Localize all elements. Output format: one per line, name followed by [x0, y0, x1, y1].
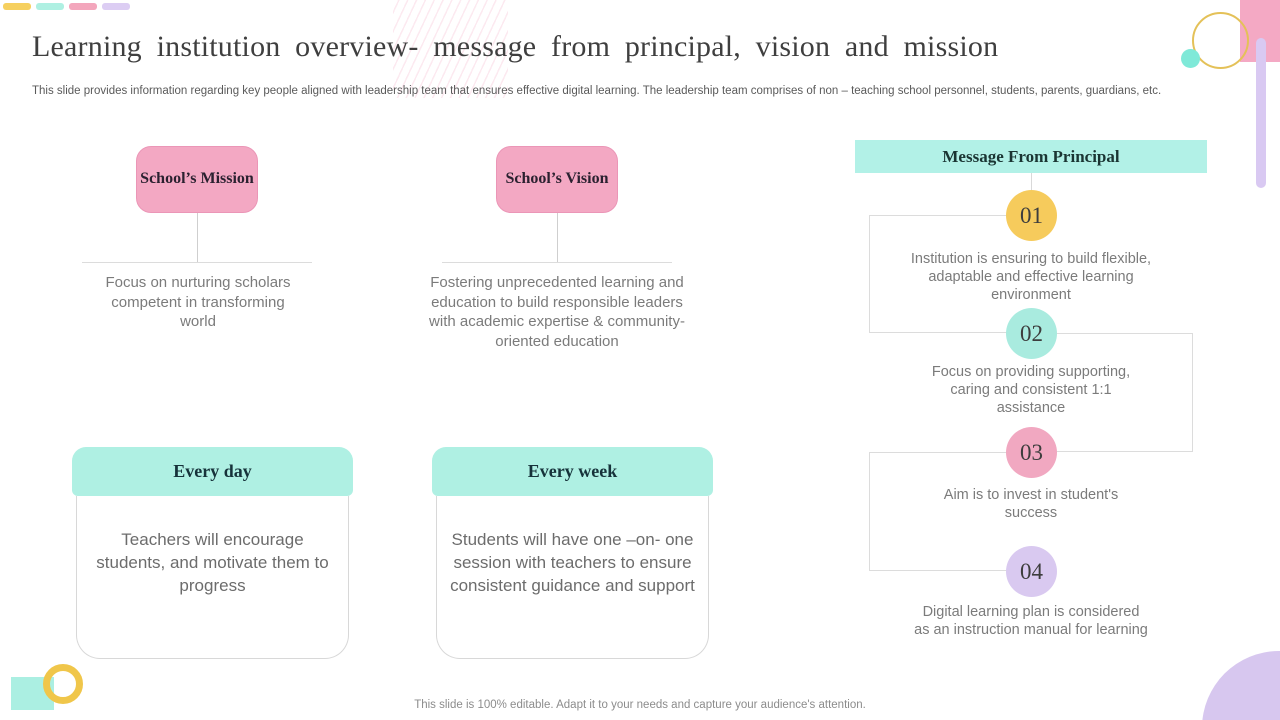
slide-subtitle: This slide provides information regardin…	[32, 85, 1162, 97]
diagonal-stripes-decoration	[393, 0, 508, 98]
page-title: Learning institution overview- message f…	[32, 30, 999, 63]
lavender-bar-decoration	[1256, 38, 1266, 188]
everyweek-card-text: Students will have one –on- one session …	[450, 530, 695, 595]
dash-accent-teal-icon	[36, 3, 64, 10]
slide-footer-note: This slide is 100% editable. Adapt it to…	[414, 699, 866, 711]
mission-connector-line	[82, 262, 312, 263]
connector-bracket-3	[869, 452, 1031, 571]
vision-connector-line	[442, 262, 672, 263]
vision-description: Fostering unprecedented learning and edu…	[429, 274, 685, 350]
everyday-card: Teachers will encourage students, and mo…	[76, 496, 349, 659]
principal-section-header: Message From Principal	[855, 140, 1207, 173]
connector-bracket-2	[1031, 333, 1193, 452]
step-number-badge: 01	[1006, 190, 1057, 241]
everyday-card-header: Every day	[72, 447, 353, 496]
everyweek-card: Students will have one –on- one session …	[436, 496, 709, 659]
mission-connector-stem	[197, 213, 198, 263]
step-number-badge: 02	[1006, 308, 1057, 359]
step-text: Digital learning plan is considered as a…	[914, 604, 1148, 638]
everyday-card-text: Teachers will encourage students, and mo…	[96, 530, 329, 595]
dash-accent-pink-icon	[69, 3, 97, 10]
dash-accent-lavender-icon	[102, 3, 130, 10]
step-text: Focus on providing supporting, caring an…	[931, 364, 1131, 416]
vision-connector-stem	[557, 213, 558, 263]
step-text: Aim is to invest in student's success	[943, 487, 1119, 521]
yellow-ring-decoration-top	[1192, 12, 1249, 69]
step-number-badge: 03	[1006, 427, 1057, 478]
vision-pill: School’s Vision	[496, 146, 618, 213]
step-number-badge: 04	[1006, 546, 1057, 597]
mission-description: Focus on nurturing scholars competent in…	[105, 274, 291, 330]
yellow-ring-decoration-bottom	[43, 664, 83, 704]
mission-pill: School’s Mission	[136, 146, 258, 213]
connector-bracket-1	[869, 215, 1031, 333]
principal-connector-stem	[1031, 173, 1032, 191]
dash-accent-yellow-icon	[3, 3, 31, 10]
teal-dot-decoration	[1181, 49, 1200, 68]
step-text: Institution is ensuring to build flexibl…	[910, 251, 1152, 303]
everyweek-card-header: Every week	[432, 447, 713, 496]
